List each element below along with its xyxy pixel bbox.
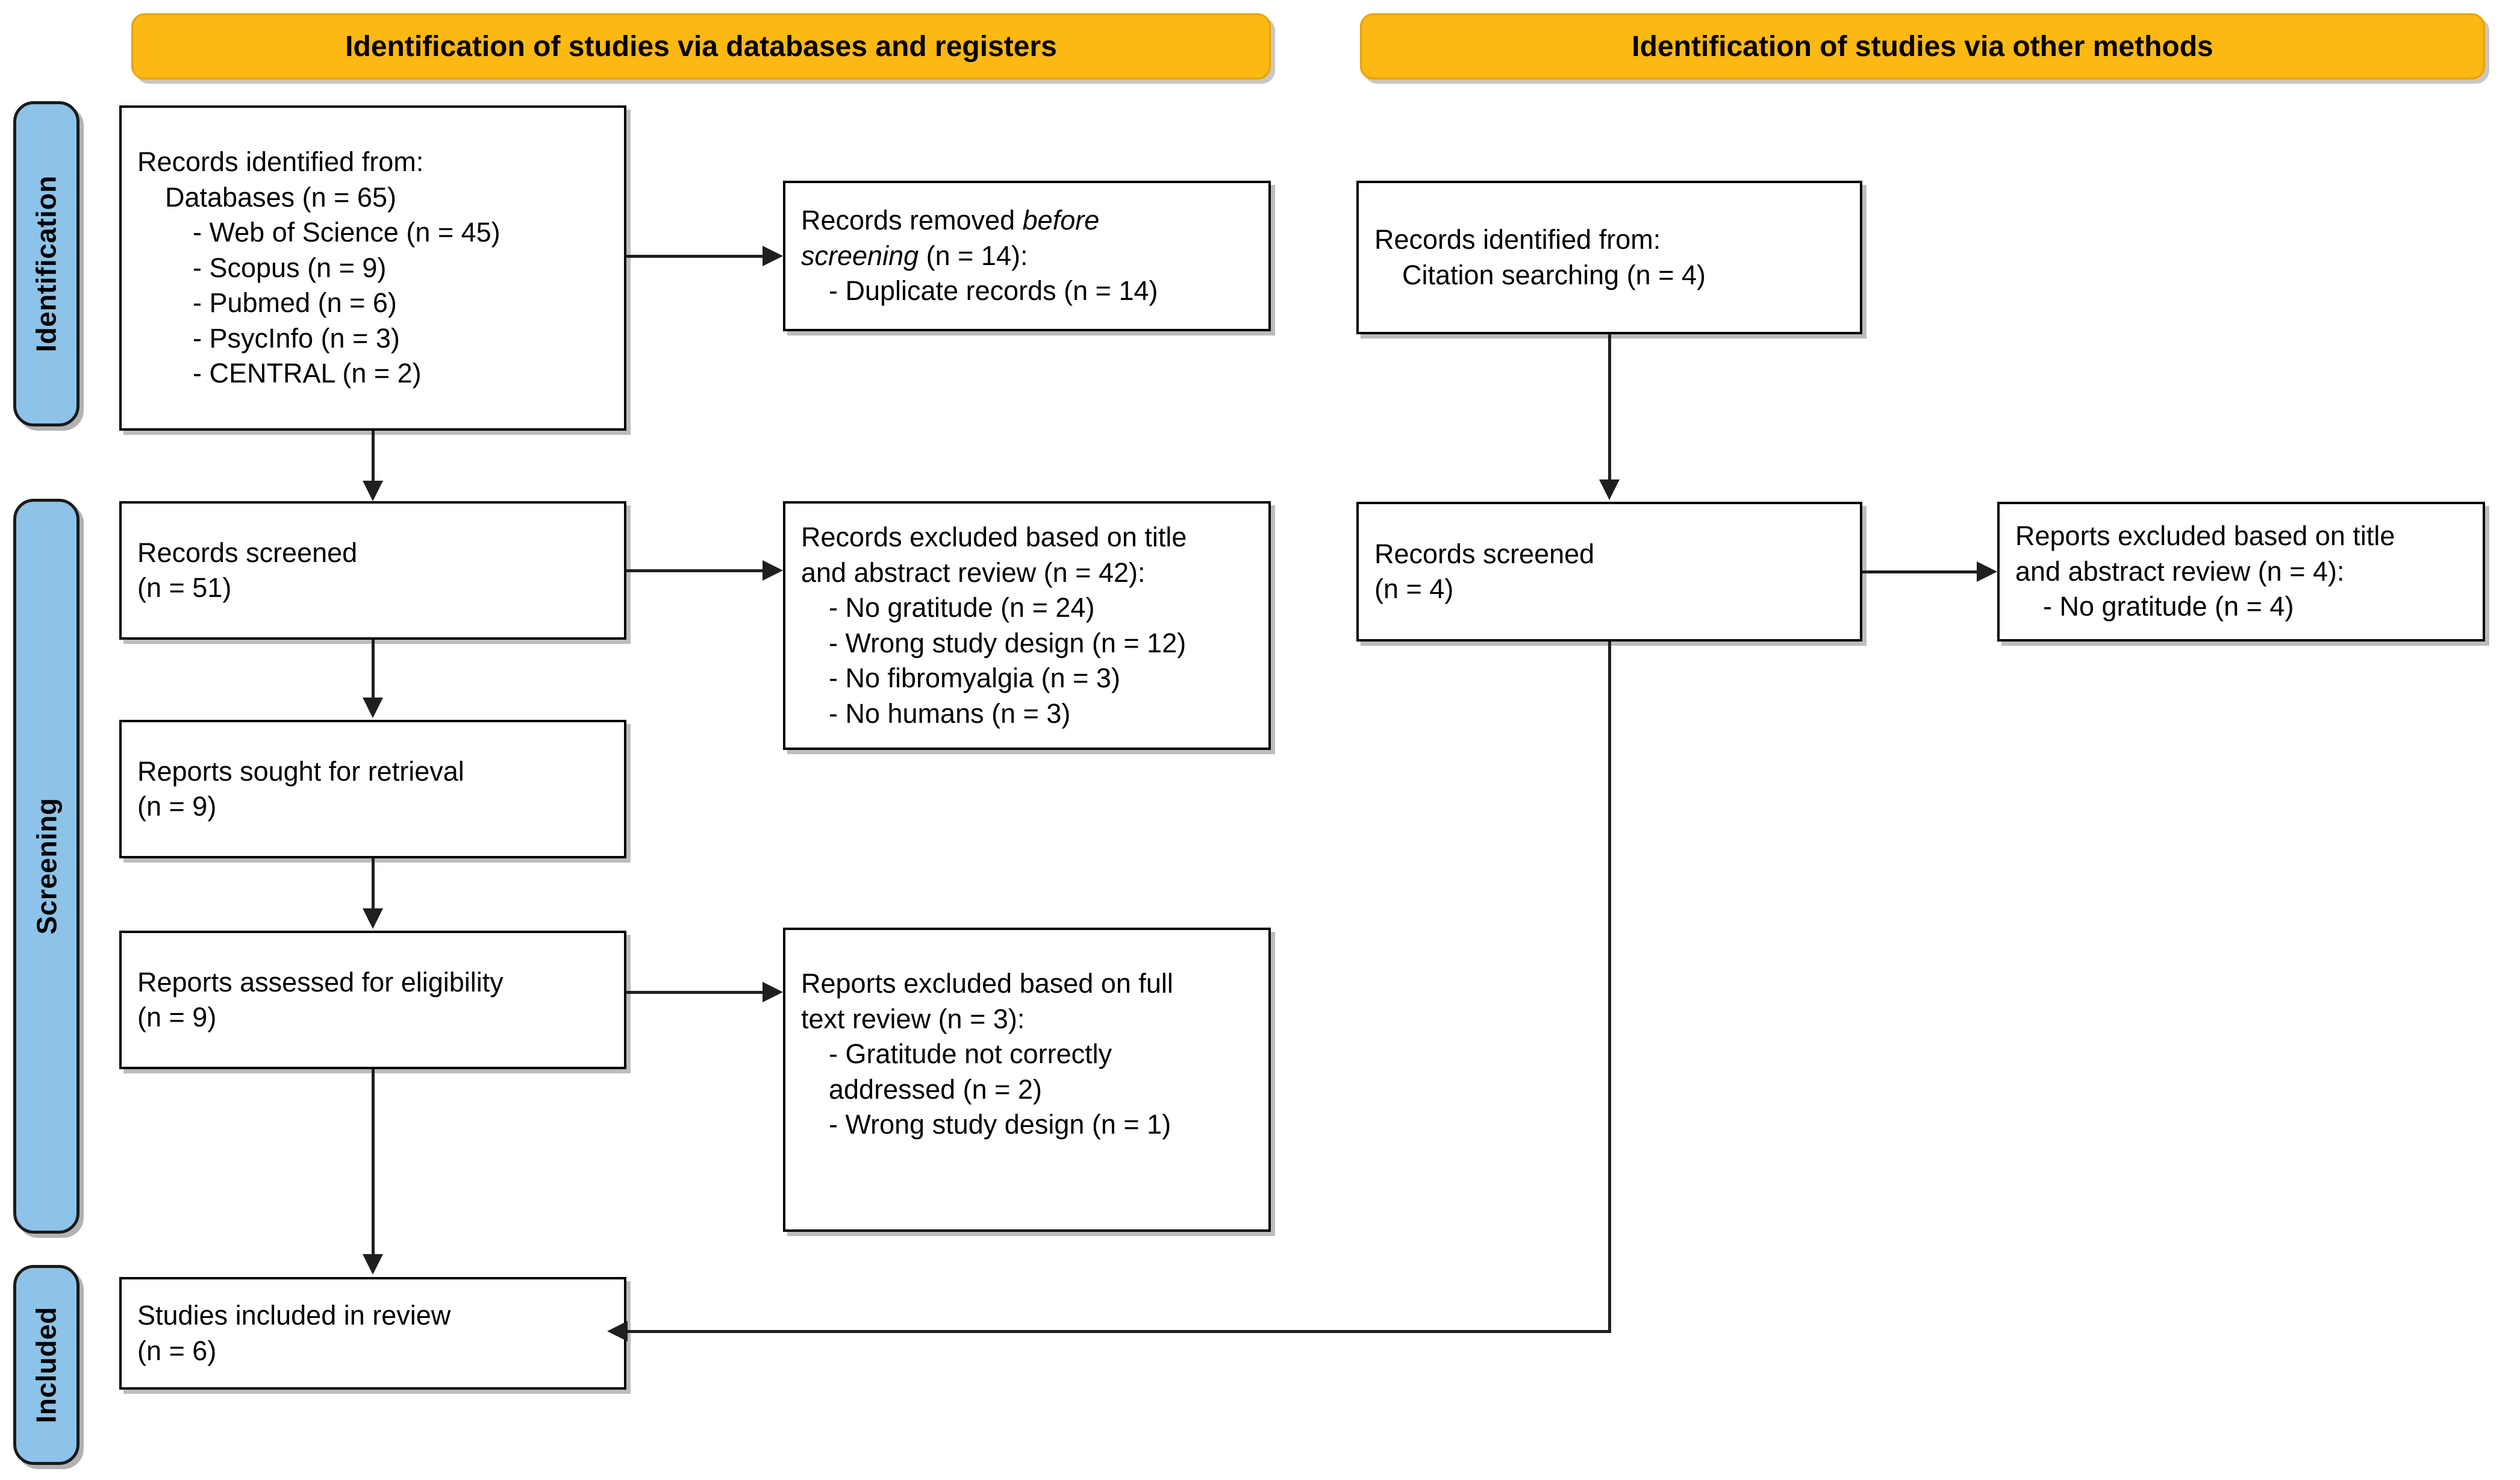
box-line: - Gratitude not correctly xyxy=(829,1038,1112,1069)
arrow-assessed-to-excluded-full xyxy=(763,982,783,1002)
box-records-removed-before-screening: Records removed before screening (n = 14… xyxy=(783,181,1271,331)
box-records-identified-databases: Records identified from: Databases (n = … xyxy=(119,105,626,431)
box-line: - No gratitude (n = 24) xyxy=(829,592,1095,623)
records-removed-pre: Records removed xyxy=(801,205,1023,236)
box-line: Databases (n = 65) xyxy=(165,181,396,213)
box-records-screened-other: Records screened (n = 4) xyxy=(1356,502,1862,642)
box-line: Records identified from: xyxy=(1374,224,1661,255)
connector-screened-to-excluded xyxy=(626,569,764,572)
arrow-assessed-to-included xyxy=(363,1254,383,1275)
phase-tab-identification: Identification xyxy=(13,101,80,426)
box-line: and abstract review (n = 4): xyxy=(2015,555,2345,587)
box-line: and abstract review (n = 42): xyxy=(801,557,1146,588)
box-studies-included-review: Studies included in review (n = 6) xyxy=(119,1277,626,1390)
arrow-identified-to-screened xyxy=(363,481,383,501)
box-line: Records screened xyxy=(137,537,358,568)
records-removed-emphasis-2: screening xyxy=(801,240,919,271)
arrow-screened-other-to-excluded-other xyxy=(1977,561,1997,582)
box-reports-assessed-eligibility: Reports assessed for eligibility (n = 9) xyxy=(119,931,626,1069)
connector-screened-to-sought xyxy=(372,640,375,700)
box-line: (n = 4) xyxy=(1374,573,1454,604)
box-line: Reports assessed for eligibility xyxy=(137,966,504,998)
connector-screened-other-to-excluded-other xyxy=(1862,570,1978,573)
box-line: screening (n = 14): xyxy=(801,239,1253,274)
box-line: Citation searching (n = 4) xyxy=(1402,259,1706,290)
connector-screened-other-down xyxy=(1608,642,1611,1332)
box-line: Reports excluded based on title xyxy=(2015,520,2395,552)
connector-assessed-to-excluded-full xyxy=(626,991,764,994)
phase-tab-included-label: Included xyxy=(31,1307,62,1423)
connector-sought-to-assessed xyxy=(372,858,375,910)
box-reports-excluded-full-text: Reports excluded based on full text revi… xyxy=(783,928,1271,1232)
section-header-other-methods-label: Identification of studies via other meth… xyxy=(1632,30,2213,63)
box-line: Reports sought for retrieval xyxy=(137,755,464,787)
arrow-identified-to-removed xyxy=(763,246,783,266)
connector-screened-other-to-included xyxy=(628,1330,1611,1333)
box-line: addressed (n = 2) xyxy=(829,1073,1042,1105)
phase-tab-included: Included xyxy=(13,1265,80,1465)
box-line: - Scopus (n = 9) xyxy=(193,252,387,283)
box-line: - Wrong study design (n = 12) xyxy=(829,627,1187,658)
phase-tab-screening-label: Screening xyxy=(31,798,63,935)
phase-tab-identification-label: Identification xyxy=(31,175,63,352)
section-header-databases: Identification of studies via databases … xyxy=(131,13,1271,80)
box-line: Records screened xyxy=(1374,538,1595,569)
box-line: - No fibromyalgia (n = 3) xyxy=(829,663,1120,693)
records-removed-emphasis: before xyxy=(1022,205,1100,236)
box-records-screened-databases: Records screened (n = 51) xyxy=(119,501,626,640)
records-removed-post: (n = 14): xyxy=(918,240,1028,271)
box-line: (n = 6) xyxy=(137,1335,217,1366)
section-header-other-methods: Identification of studies via other meth… xyxy=(1360,13,2485,80)
box-line: (n = 51) xyxy=(137,572,232,603)
box-line: - PsycInfo (n = 3) xyxy=(193,322,400,354)
box-line: Records excluded based on title xyxy=(801,522,1187,552)
arrow-screened-to-sought xyxy=(363,698,383,718)
box-line: - Wrong study design (n = 1) xyxy=(829,1109,1171,1140)
arrow-citation-to-screened-other xyxy=(1599,479,1620,500)
connector-assessed-to-included xyxy=(372,1069,375,1256)
box-reports-excluded-title-abstract-other: Reports excluded based on title and abst… xyxy=(1997,502,2485,642)
box-records-excluded-title-abstract: Records excluded based on title and abst… xyxy=(783,501,1271,750)
connector-identified-to-screened xyxy=(372,431,375,482)
box-records-identified-citation-searching: Records identified from: Citation search… xyxy=(1356,181,1862,334)
arrow-sought-to-assessed xyxy=(363,908,383,929)
section-header-databases-label: Identification of studies via databases … xyxy=(345,30,1057,63)
box-line: - CENTRAL (n = 2) xyxy=(193,358,422,389)
box-line: (n = 9) xyxy=(137,791,217,822)
box-line: Records removed before xyxy=(801,203,1253,239)
box-line: Studies included in review xyxy=(137,1300,451,1331)
box-line: - No gratitude (n = 4) xyxy=(2043,591,2294,622)
box-line: Reports excluded based on full xyxy=(801,968,1173,999)
arrow-other-to-studies-included xyxy=(607,1321,628,1341)
box-line: text review (n = 3): xyxy=(801,1003,1025,1034)
box-line: Records identified from: xyxy=(137,146,424,178)
box-line: (n = 9) xyxy=(137,1002,217,1032)
box-reports-sought-retrieval: Reports sought for retrieval (n = 9) xyxy=(119,720,626,858)
connector-identified-to-removed xyxy=(626,255,764,258)
box-line: - Pubmed (n = 6) xyxy=(193,287,397,319)
arrow-screened-to-excluded xyxy=(763,560,783,581)
phase-tab-screening: Screening xyxy=(13,499,80,1234)
box-line: - Duplicate records (n = 14) xyxy=(829,275,1158,307)
connector-citation-to-screened-other xyxy=(1608,334,1611,481)
box-line: - Web of Science (n = 45) xyxy=(193,217,501,248)
box-line: - No humans (n = 3) xyxy=(829,698,1071,729)
